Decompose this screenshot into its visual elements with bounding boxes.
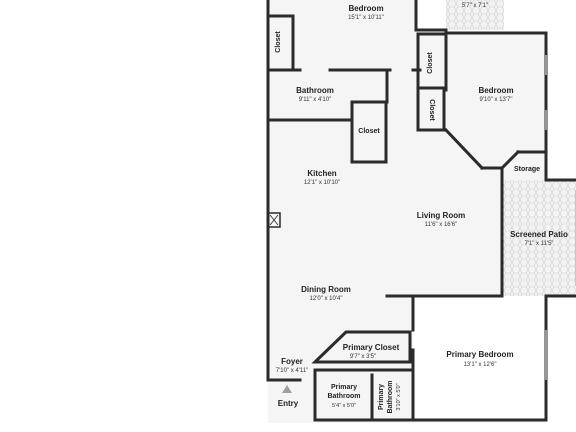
primary-bathroom-name-1: Primary — [331, 384, 357, 391]
entry-arrow-icon — [282, 385, 292, 393]
entry-label: Entry — [278, 399, 299, 408]
bedroom-top-dims: 15'1" x 10'11" — [348, 15, 384, 21]
floor-fills — [268, 0, 576, 423]
primary-bathroom-dims: 5'4" x 5'0" — [332, 403, 356, 409]
living-room-name: Living Room — [417, 211, 465, 220]
dining-room-name: Dining Room — [301, 285, 351, 294]
kitchen-dims: 12'1" x 10'10" — [304, 180, 340, 186]
living-room-dims: 11'6" x 16'6" — [425, 222, 457, 228]
primary-bathroom-2-dims: 3'10" x 5'0" — [396, 383, 402, 410]
storage-label: Storage — [514, 166, 540, 173]
primary-closet-name: Primary Closet — [343, 343, 400, 352]
top-patio-dims: 5'7" x 7'1" — [462, 3, 488, 9]
closet-c-label: Closet — [428, 99, 435, 121]
bathroom-name: Bathroom — [296, 86, 334, 95]
bedroom-top-name: Bedroom — [348, 4, 383, 13]
counter-hatch — [269, 214, 279, 226]
primary-bedroom-dims: 13'1" x 12'6" — [464, 362, 497, 368]
screened-patio-dims: 7'1" x 11'5" — [524, 241, 553, 247]
closet-b-label: Closet — [427, 52, 434, 74]
primary-bathroom-2-label: Primary Bathroom 3'10" x 5'0" — [378, 380, 402, 413]
windows — [545, 55, 576, 380]
screened-patio-name: Screened Patio — [510, 230, 568, 239]
primary-bathroom-name-2: Bathroom — [327, 393, 360, 400]
primary-bedroom-name: Primary Bedroom — [446, 350, 513, 359]
foyer-dims: 7'10" x 4'11" — [276, 368, 308, 374]
dining-room-dims: 12'0" x 10'4" — [310, 296, 343, 302]
kitchen-name: Kitchen — [307, 169, 336, 178]
primary-closet-dims: 9'7" x 3'5" — [350, 354, 376, 360]
primary-bathroom-2-name-2: Bathroom — [387, 380, 394, 413]
top-patio-tile — [446, 0, 504, 30]
closet-d-label: Closet — [358, 128, 380, 135]
primary-bathroom-2-name-1: Primary — [378, 384, 385, 410]
screened-patio-tile — [503, 180, 576, 296]
bathroom-dims: 9'11" x 4'10" — [299, 97, 331, 103]
foyer-name: Foyer — [281, 357, 303, 366]
closet-a-label: Closet — [275, 31, 282, 53]
bedroom-right-dims: 9'10" x 13'7" — [480, 97, 513, 103]
counter-marker — [267, 212, 281, 228]
bedroom-right-name: Bedroom — [478, 86, 513, 95]
